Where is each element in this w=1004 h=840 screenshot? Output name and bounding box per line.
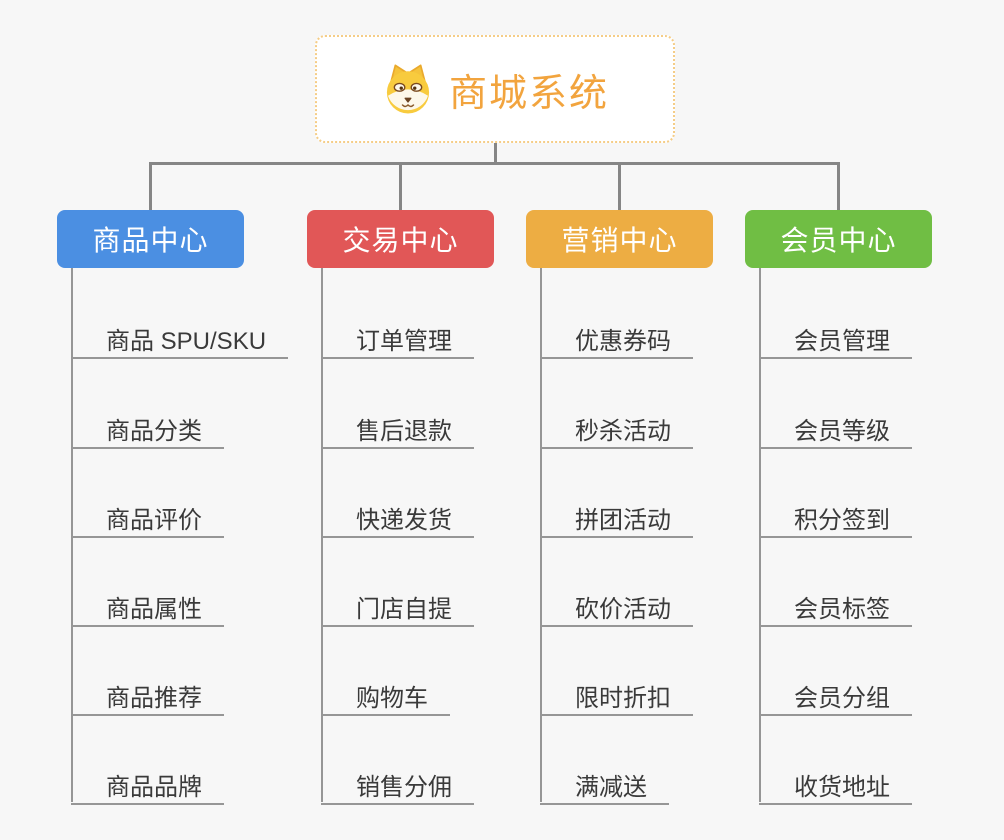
branch-item[interactable]: 收货地址	[759, 760, 912, 805]
connector-branch-drop-4	[837, 162, 840, 210]
branch-item[interactable]: 拼团活动	[540, 493, 693, 538]
connector-bus	[149, 162, 840, 165]
branch-item[interactable]: 满减送	[540, 760, 669, 805]
branch-header-3[interactable]: 营销中心	[526, 210, 713, 268]
branch-header-2[interactable]: 交易中心	[307, 210, 494, 268]
branch-item[interactable]: 销售分佣	[321, 760, 474, 805]
branch-trunk-line	[759, 268, 761, 802]
branch-item[interactable]: 订单管理	[321, 314, 474, 359]
branch-item[interactable]: 商品属性	[71, 582, 224, 627]
branch-item[interactable]: 快递发货	[321, 493, 474, 538]
connector-branch-drop-3	[618, 162, 621, 210]
branch-item[interactable]: 商品品牌	[71, 760, 224, 805]
branch-item[interactable]: 积分签到	[759, 493, 912, 538]
branch-item[interactable]: 商品评价	[71, 493, 224, 538]
branch-item[interactable]: 商品推荐	[71, 671, 224, 716]
branch-trunk-line	[71, 268, 73, 802]
branch-item[interactable]: 售后退款	[321, 404, 474, 449]
branch-item[interactable]: 会员等级	[759, 404, 912, 449]
branch-item[interactable]: 商品 SPU/SKU	[71, 314, 289, 359]
branch-item[interactable]: 会员分组	[759, 671, 912, 716]
connector-branch-drop-1	[149, 162, 152, 210]
branch-item[interactable]: 砍价活动	[540, 582, 693, 627]
branch-header-4[interactable]: 会员中心	[745, 210, 932, 268]
root-title: 商城系统	[448, 72, 609, 115]
branch-trunk-line	[540, 268, 542, 802]
branch-item[interactable]: 优惠券码	[540, 314, 693, 359]
branch-item[interactable]: 秒杀活动	[540, 404, 693, 449]
branch-item[interactable]: 会员管理	[759, 314, 912, 359]
branch-item[interactable]: 会员标签	[759, 582, 912, 627]
connector-branch-drop-2	[399, 162, 402, 210]
branch-item[interactable]: 门店自提	[321, 582, 474, 627]
root-node[interactable]: 商城系统	[315, 35, 675, 143]
branch-header-1[interactable]: 商品中心	[57, 210, 244, 268]
connector-root-drop	[493, 143, 497, 165]
shiba-dog-icon	[386, 64, 430, 114]
branch-item[interactable]: 购物车	[321, 671, 450, 716]
branch-item[interactable]: 限时折扣	[540, 671, 693, 716]
branch-trunk-line	[321, 268, 323, 802]
branch-item[interactable]: 商品分类	[71, 404, 224, 449]
